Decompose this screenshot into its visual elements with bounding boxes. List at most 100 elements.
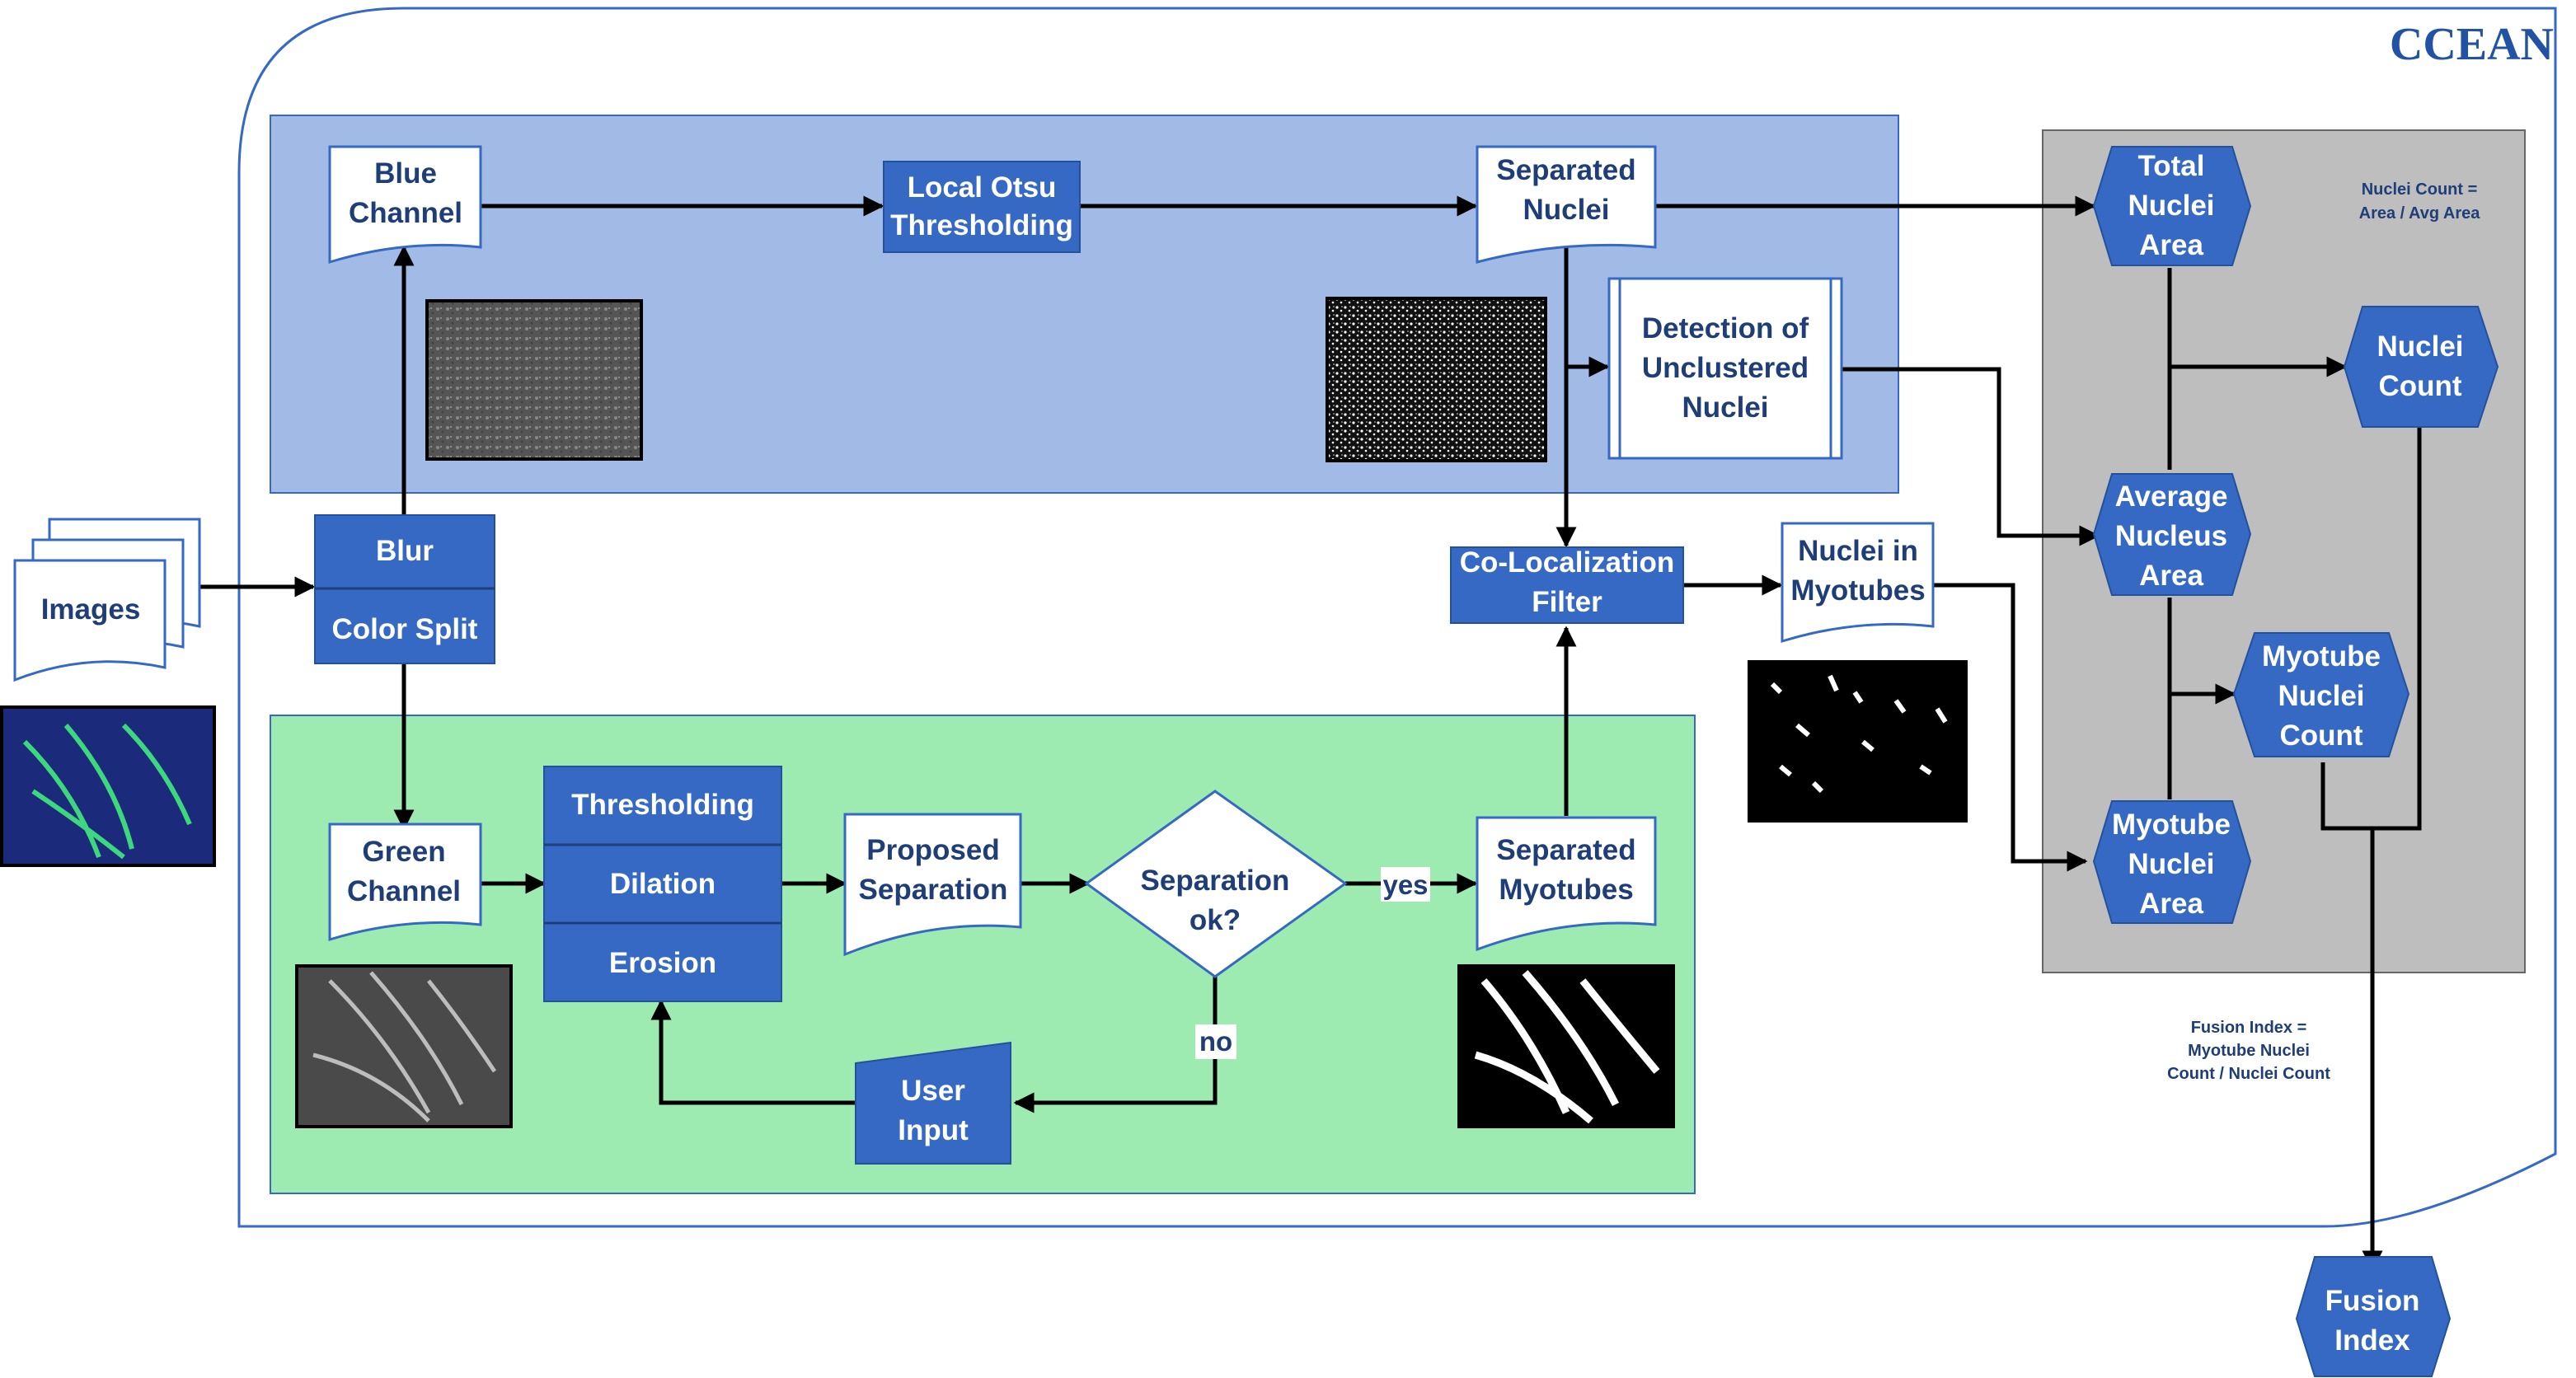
nuclei-in-myotubes-thumbnail	[1748, 660, 1968, 823]
proposed-separation-line-1: Proposed	[866, 834, 999, 866]
svg-text:Nuclei Count =: Nuclei Count =	[2362, 180, 2478, 199]
no-edge-label: no	[1199, 1026, 1232, 1057]
svg-text:Co-Localization: Co-Localization	[1460, 546, 1675, 579]
fusion-index-note-1: Fusion Index =	[2191, 1019, 2307, 1037]
svg-text:Unclustered: Unclustered	[1642, 352, 1809, 384]
coloc-line-1: Co-Localization	[1460, 546, 1675, 579]
images-label: Images	[41, 593, 141, 626]
nuclei-count-note-1: Nuclei Count =	[2362, 180, 2478, 199]
user-input-line-1: User	[901, 1075, 965, 1107]
detection-unclustered-node[interactable]: Detection of Unclustered Nuclei	[1607, 277, 1843, 460]
local-otsu-line-1: Local Otsu	[908, 171, 1057, 204]
myotube-nuclei-count-node[interactable]: Myotube Nuclei Count	[2232, 632, 2410, 757]
separated-myotubes-fibers	[1474, 970, 1660, 1124]
images-node[interactable]: Images	[13, 518, 201, 682]
fusion-index-line-2: Index	[2334, 1324, 2410, 1357]
svg-text:Count: Count	[2378, 370, 2461, 402]
nuclei-count-line-2: Count	[2378, 370, 2461, 402]
detection-line-1: Detection of	[1642, 312, 1809, 344]
blue-channel-thumbnail	[425, 299, 643, 461]
myotube-nuclei-count-line-2: Nuclei	[2278, 680, 2364, 712]
connectors	[199, 195, 2422, 1272]
decision-line-2: ok?	[1189, 904, 1241, 936]
myotube-nuclei-area-line-3: Area	[2139, 888, 2203, 920]
svg-text:Nuclei in: Nuclei in	[1798, 535, 1918, 567]
svg-text:Myotube Nuclei: Myotube Nuclei	[2188, 1042, 2310, 1060]
color-split-label: Color Split	[332, 613, 478, 645]
separated-myotubes-line-1: Separated	[1496, 834, 1635, 866]
blue-channel-line-2: Channel	[349, 197, 462, 229]
nuclei-count-node[interactable]: Nuclei Count	[2343, 306, 2499, 428]
svg-text:Myotubes: Myotubes	[1790, 574, 1925, 607]
edge-decision-userinput	[1013, 977, 1218, 1113]
average-nucleus-area-line-2: Nucleus	[2115, 520, 2227, 552]
svg-text:Nuclei: Nuclei	[2128, 848, 2214, 880]
separated-myotubes-line-2: Myotubes	[1499, 874, 1633, 906]
svg-text:Index: Index	[2334, 1324, 2410, 1357]
blur-color-split-node[interactable]: Blur Color Split	[314, 514, 495, 664]
average-nucleus-area-node[interactable]: Average Nucleus Area	[2092, 473, 2252, 596]
dilation-label: Dilation	[610, 868, 716, 900]
separated-nuclei-line-2: Nuclei	[1523, 194, 1609, 226]
fusion-index-node[interactable]: Fusion Index	[2295, 1256, 2452, 1377]
erosion-label: Erosion	[609, 947, 716, 979]
nuclei-in-myotubes-node[interactable]: Nuclei in Myotubes	[1781, 522, 1935, 644]
svg-text:Myotube: Myotube	[2112, 809, 2231, 841]
fusion-index-line-1: Fusion	[2325, 1285, 2420, 1317]
total-nuclei-area-node[interactable]: Total Nuclei Area	[2092, 146, 2252, 266]
user-input-line-2: Input	[898, 1114, 969, 1146]
fusion-index-note-3: Count / Nuclei Count	[2167, 1065, 2330, 1083]
edge-myocount-fusion	[2320, 762, 2372, 831]
local-otsu-node[interactable]: Local Otsu Thresholding	[883, 161, 1081, 253]
ccean-boundary	[237, 7, 2557, 1228]
user-input-node[interactable]: User Input	[855, 1041, 1011, 1165]
thresholding-dilation-erosion-node[interactable]: Thresholding Dilation Erosion	[543, 766, 782, 1002]
coloc-line-2: Filter	[1532, 586, 1602, 618]
green-channel-line-1: Green	[362, 836, 445, 868]
svg-text:Separation: Separation	[859, 874, 1008, 906]
decision-line-1: Separation	[1141, 865, 1290, 897]
local-otsu-line-2: Thresholding	[890, 209, 1073, 241]
nuclei-count-note-2: Area / Avg Area	[2359, 204, 2481, 223]
separated-myotubes-node[interactable]: Separated Myotubes	[1476, 816, 1657, 952]
myotube-nuclei-count-line-3: Count	[2279, 719, 2363, 752]
svg-text:Area / Avg Area: Area / Avg Area	[2359, 204, 2481, 223]
edge-detection-average	[1842, 367, 2100, 546]
proposed-separation-node[interactable]: Proposed Separation	[843, 813, 1022, 957]
svg-text:Local Otsu: Local Otsu	[908, 171, 1057, 204]
svg-text:Area: Area	[2139, 229, 2203, 261]
svg-text:Separated: Separated	[1496, 834, 1635, 866]
svg-text:ok?: ok?	[1189, 904, 1241, 936]
svg-text:Input: Input	[898, 1114, 969, 1146]
blue-channel-line-1: Blue	[374, 157, 437, 190]
svg-text:Nucleus: Nucleus	[2115, 520, 2227, 552]
svg-text:Channel: Channel	[349, 197, 462, 229]
edge-userinput-erosion	[650, 999, 856, 1105]
myotube-nuclei-count-line-1: Myotube	[2262, 640, 2381, 673]
myotube-nuclei-area-line-2: Nuclei	[2128, 848, 2214, 880]
green-channel-node[interactable]: Green Channel	[328, 823, 482, 942]
svg-text:Separation: Separation	[1141, 865, 1290, 897]
separation-ok-decision[interactable]: Separation ok?	[1084, 790, 1348, 978]
svg-text:Detection of: Detection of	[1642, 312, 1809, 344]
total-nuclei-area-line-1: Total	[2137, 150, 2204, 182]
blue-channel-node[interactable]: Blue Channel	[328, 145, 482, 265]
blur-label: Blur	[376, 535, 434, 567]
svg-text:Nuclei: Nuclei	[2377, 330, 2463, 363]
colocalization-filter-node[interactable]: Co-Localization Filter	[1450, 546, 1684, 624]
green-channel-fibers	[312, 971, 497, 1123]
myotube-nuclei-area-node[interactable]: Myotube Nuclei Area	[2092, 800, 2252, 924]
svg-text:Count / Nuclei Count: Count / Nuclei Count	[2167, 1065, 2330, 1083]
separated-nuclei-node[interactable]: Separated Nuclei	[1476, 145, 1657, 264]
no-label-bg	[1195, 1024, 1236, 1059]
svg-text:Fusion Index =: Fusion Index =	[2191, 1019, 2307, 1037]
svg-text:Nuclei: Nuclei	[2128, 190, 2214, 222]
svg-text:Nuclei: Nuclei	[2278, 680, 2364, 712]
detection-line-3: Nuclei	[1682, 391, 1768, 424]
svg-text:Myotubes: Myotubes	[1499, 874, 1633, 906]
svg-text:Nuclei: Nuclei	[1682, 391, 1768, 424]
svg-text:Proposed: Proposed	[866, 834, 999, 866]
total-nuclei-area-line-2: Nuclei	[2128, 190, 2214, 222]
nuclei-in-myotubes-line-1: Nuclei in	[1798, 535, 1918, 567]
